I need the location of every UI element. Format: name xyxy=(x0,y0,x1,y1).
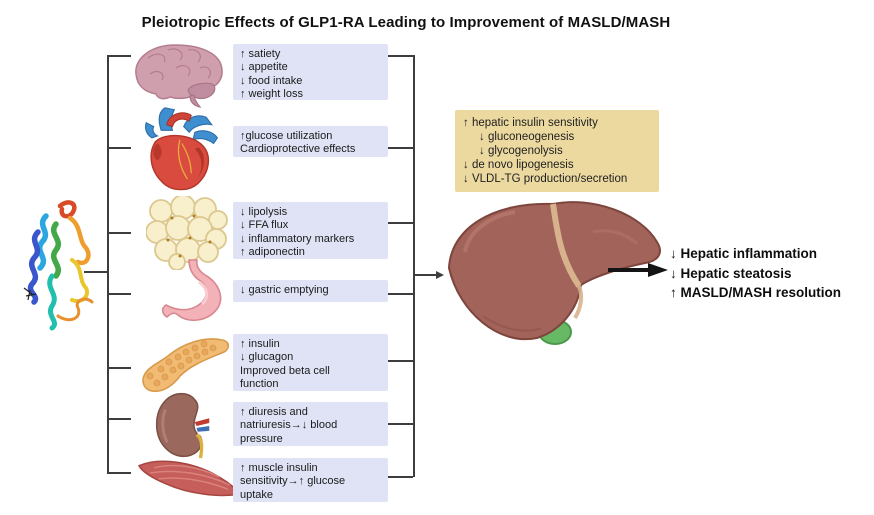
effect-line: ↓ gluconeogenesis xyxy=(479,131,575,143)
effect-line: ↓ VLDL-TG production/secretion xyxy=(463,173,628,185)
arrow-to-liver-head xyxy=(436,271,444,279)
effect-line: ↑ hepatic insulin sensitivity xyxy=(463,117,598,129)
pancreas-effects-box: ↑ insulin ↓ glucagon Improved beta cell … xyxy=(233,334,388,391)
effect-line: ↓ gastric emptying xyxy=(240,284,329,296)
effect-line: pressure xyxy=(240,432,283,445)
arrow-to-liver xyxy=(413,274,437,276)
outcome-line: ↓ Hepatic inflammation xyxy=(670,246,818,261)
stomach-icon xyxy=(161,259,222,322)
adipose-tissue-icon xyxy=(146,196,228,270)
effect-line: ↑glucose utilization xyxy=(240,130,333,142)
tick-box-heart xyxy=(388,147,413,149)
effect-line: function xyxy=(240,378,279,391)
effect-line: uptake xyxy=(240,488,274,501)
effect-line: ↑ muscle insulin xyxy=(240,462,318,474)
pancreas-icon xyxy=(142,338,230,393)
tick-stomach xyxy=(107,293,131,295)
tick-pancreas xyxy=(107,367,131,369)
effect-line: ↓ de novo lipogenesis xyxy=(463,159,574,171)
muscle-effects-box: ↑ muscle insulin sensitivity→↑ glucose u… xyxy=(233,458,388,502)
effect-line: Improved beta cell xyxy=(240,364,330,377)
heart-effects-box: ↑glucose utilization Cardioprotective ef… xyxy=(233,126,388,157)
tick-box-stomach xyxy=(388,293,413,295)
effect-line: Cardioprotective effects xyxy=(240,143,356,156)
effect-line: ↑ weight loss xyxy=(240,88,303,101)
effect-line: ↑ satiety xyxy=(240,48,281,60)
effect-line: ↑ insulin xyxy=(240,338,280,350)
tick-adipose xyxy=(107,232,131,234)
kidney-effects-box: ↑ diuresis and natriuresis→↓ blood press… xyxy=(233,402,388,446)
effect-line: ↓ inflammatory markers xyxy=(240,232,355,245)
tick-muscle xyxy=(107,472,131,474)
stomach-effects-box: ↓ gastric emptying xyxy=(233,280,388,302)
tick-box-muscle xyxy=(388,476,413,478)
effect-line: ↓ appetite xyxy=(240,61,288,74)
left-bracket xyxy=(107,55,109,474)
muscle-icon xyxy=(138,460,242,498)
tick-kidney xyxy=(107,418,131,420)
heart-icon xyxy=(144,107,219,191)
kidney-icon xyxy=(155,393,210,459)
tick-box-kidney xyxy=(388,423,413,425)
connector-protein xyxy=(84,271,107,273)
tick-brain xyxy=(107,55,131,57)
effect-line: ↓ FFA flux xyxy=(240,219,289,232)
glp1ra-protein-icon xyxy=(23,200,94,331)
right-bracket xyxy=(413,55,415,477)
effect-line: ↓ glucagon xyxy=(240,351,294,364)
outcome-arrow xyxy=(608,263,668,277)
effect-line: ↑ diuresis and xyxy=(240,406,308,418)
effect-line: ↑ adiponectin xyxy=(240,246,305,259)
tick-box-adipose xyxy=(388,222,413,224)
tick-box-brain xyxy=(388,55,413,57)
outcomes-list: ↓ Hepatic inflammation ↓ Hepatic steatos… xyxy=(670,244,841,303)
effect-line: sensitivity→↑ glucose xyxy=(240,475,346,488)
diagram-title: Pleiotropic Effects of GLP1-RA Leading t… xyxy=(141,14,671,31)
effect-line: natriuresis→↓ blood xyxy=(240,419,338,432)
effect-line: ↓ glycogenolysis xyxy=(479,145,563,157)
effect-line: ↓ lipolysis xyxy=(240,206,288,218)
brain-effects-box: ↑ satiety ↓ appetite ↓ food intake ↑ wei… xyxy=(233,44,388,100)
outcome-line: ↑ MASLD/MASH resolution xyxy=(670,285,841,300)
hepatic-effects-box: ↑ hepatic insulin sensitivity ↓ gluconeo… xyxy=(455,110,659,192)
liver-icon xyxy=(447,201,661,345)
brain-icon xyxy=(135,44,223,108)
adipose-effects-box: ↓ lipolysis ↓ FFA flux ↓ inflammatory ma… xyxy=(233,202,388,259)
effect-line: ↓ food intake xyxy=(240,74,303,87)
tick-box-pancreas xyxy=(388,360,413,362)
outcome-line: ↓ Hepatic steatosis xyxy=(670,265,792,281)
tick-heart xyxy=(107,147,131,149)
